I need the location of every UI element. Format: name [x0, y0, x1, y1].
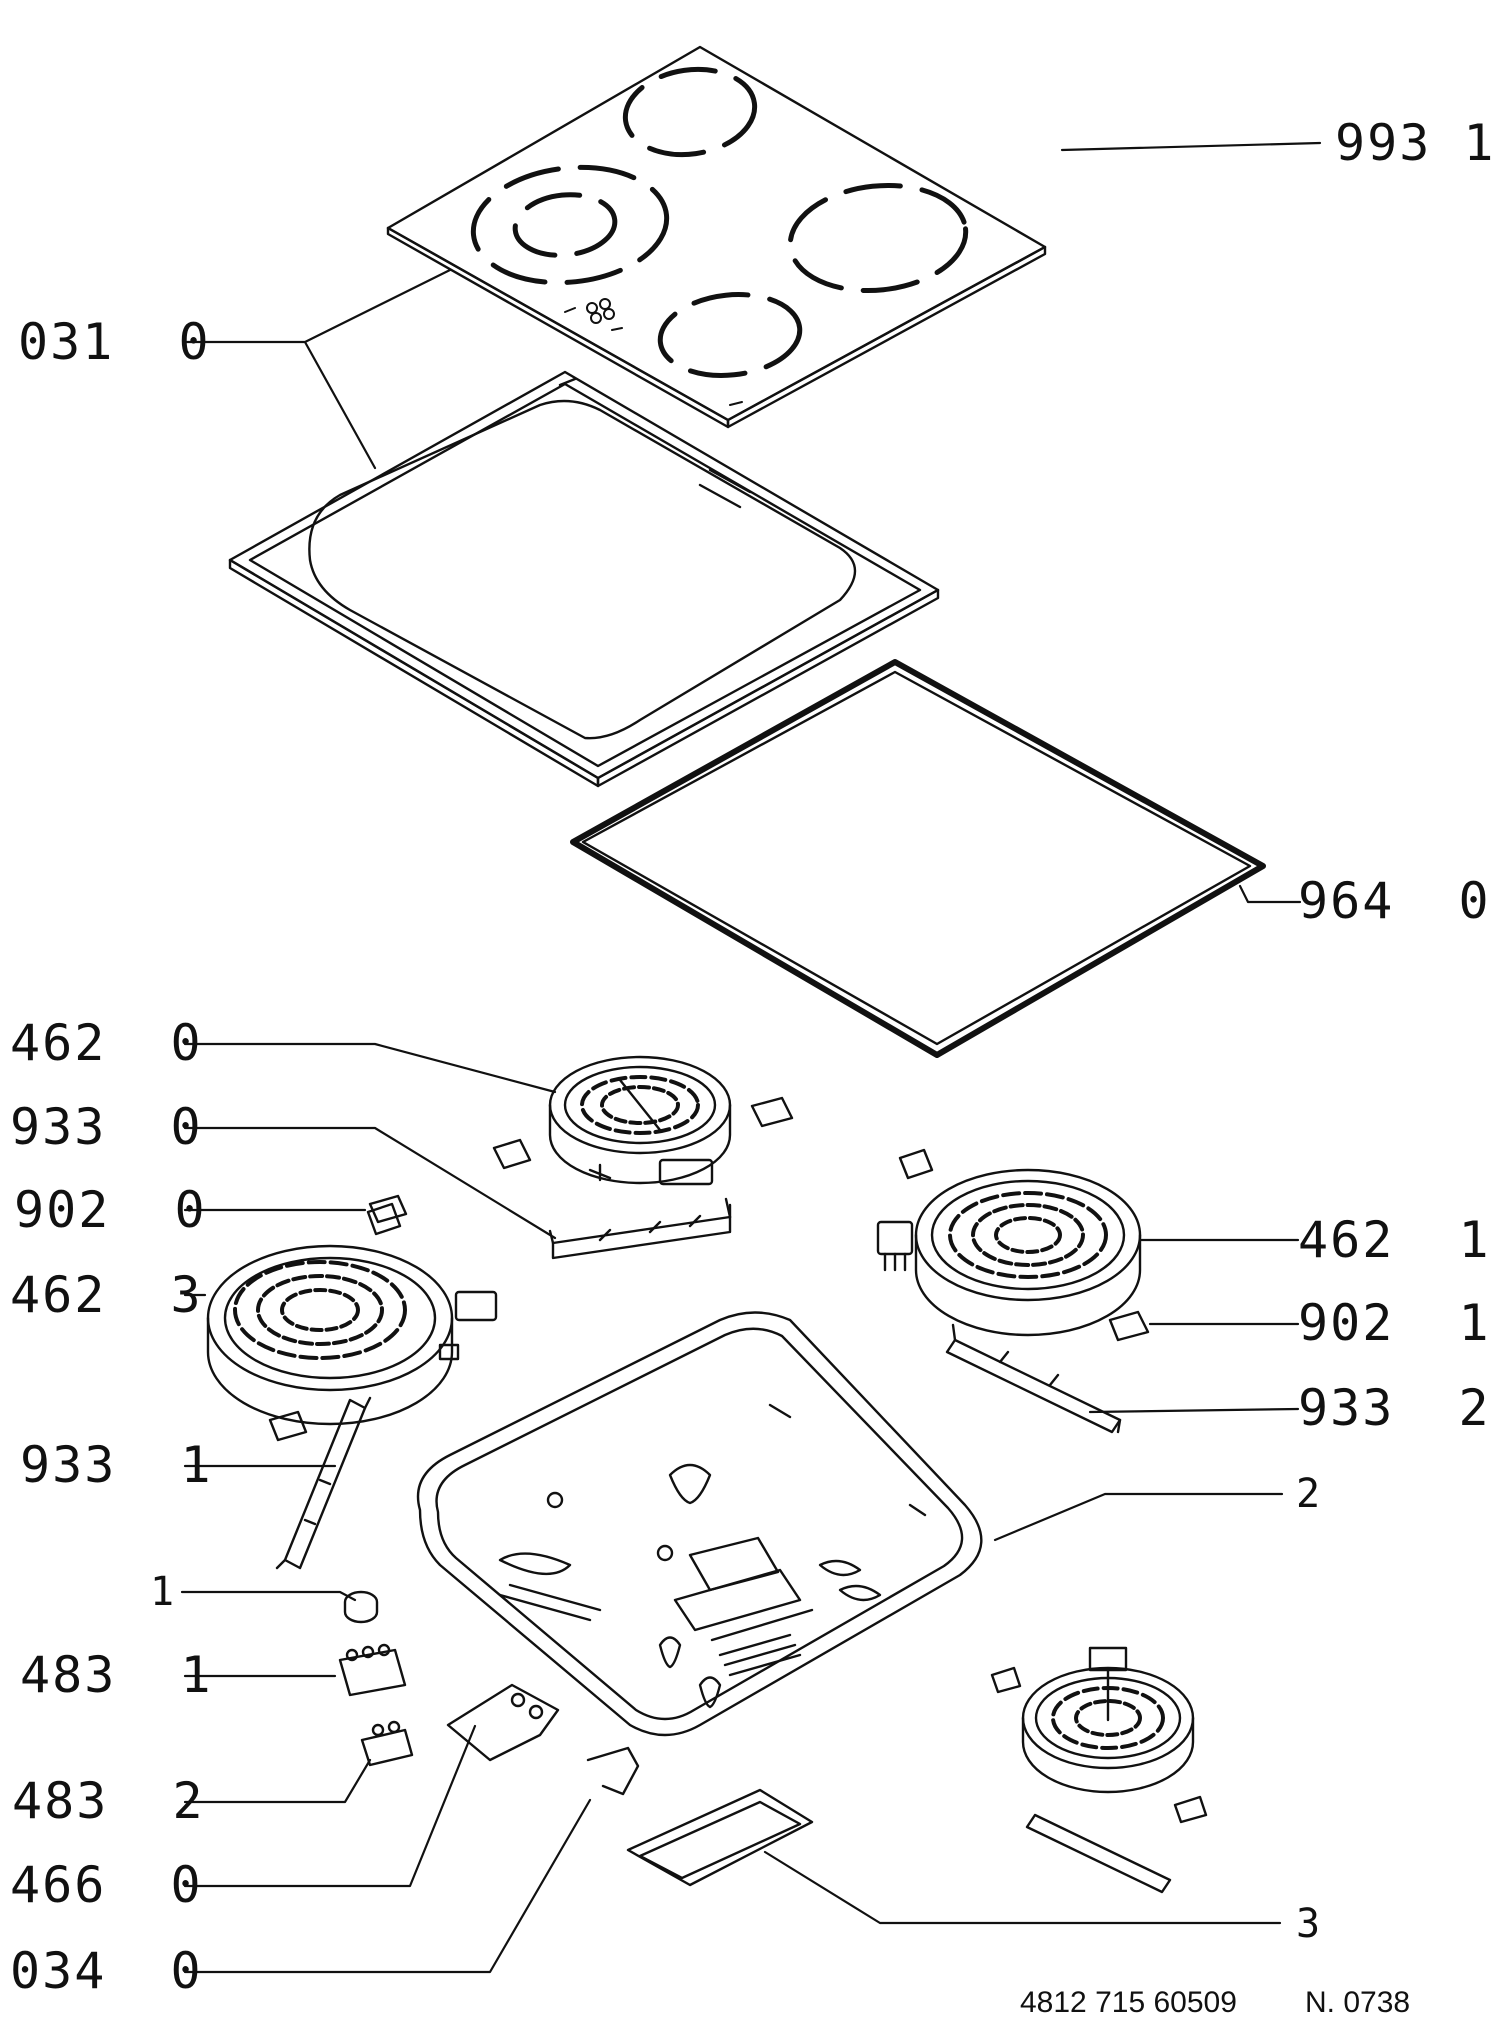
hotplate-462-3: [206, 1244, 498, 1426]
gasket-seal: [570, 659, 1266, 1058]
glass-hob-top: [386, 45, 1047, 429]
callout-034-0: 034 0: [10, 1942, 203, 2000]
hotplate-462-1: [876, 1168, 1142, 1337]
callout-964-0: 964 0: [1298, 872, 1491, 930]
mounting-clips: [368, 1096, 934, 1224]
base-tray: [416, 1311, 983, 1737]
callout-031-0: 031 0: [18, 313, 211, 371]
callout-933-0: 933 0: [10, 1098, 203, 1156]
callout-1: 1: [150, 1569, 177, 1615]
callout-902-0: 902 0: [14, 1181, 207, 1239]
bracket-933-0: [548, 1197, 732, 1260]
bracket-933-2: [945, 1323, 1122, 1434]
callout-462-1: 462 1: [1298, 1211, 1491, 1269]
hob-frame: [228, 370, 940, 788]
callout-2: 2: [1296, 1471, 1323, 1517]
callout-902-1: 902 1: [1298, 1294, 1491, 1352]
callout-462-3: 462 3: [10, 1266, 203, 1324]
callout-462-0: 462 0: [10, 1014, 203, 1072]
callout-933-1: 933 1: [20, 1436, 213, 1494]
small-parts: [268, 1202, 1150, 1887]
hotplate-lower-right: [990, 1646, 1208, 1894]
hotplate-462-0: [548, 1055, 732, 1186]
callout-466-0: 466 0: [10, 1856, 203, 1914]
drawing-number: 4812 715 60509: [1020, 1986, 1237, 2019]
callout-483-2: 483 2: [12, 1772, 205, 1830]
callout-483-1: 483 1: [20, 1646, 213, 1704]
leader-lines: [180, 141, 1322, 1974]
drawing-note: N. 0738: [1305, 1986, 1411, 2019]
callout-3: 3: [1296, 1901, 1323, 1947]
callout-993-1: 993 1: [1335, 114, 1496, 172]
callout-933-2: 933 2: [1298, 1379, 1491, 1437]
bracket-933-1: [275, 1396, 372, 1570]
